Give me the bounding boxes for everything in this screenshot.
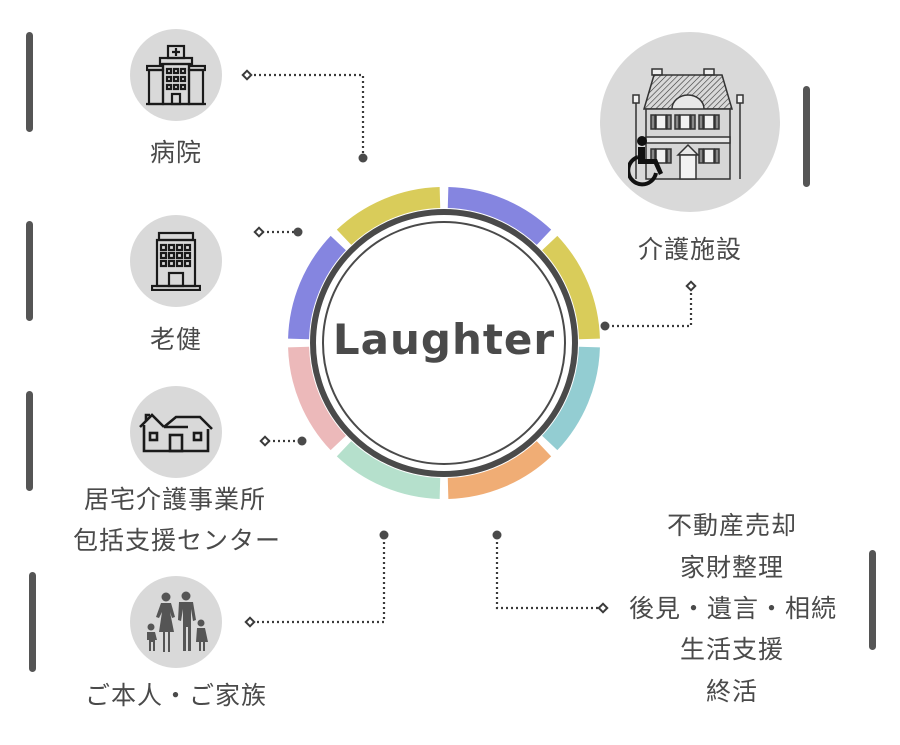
ring-segment-5 (336, 441, 441, 499)
care-office-label-line2: 包括支援センター (72, 526, 281, 555)
connectors (249, 73, 693, 624)
accent-bar-care-office (26, 391, 33, 491)
connector-diamonds (241, 69, 697, 628)
ring-segment-7 (288, 235, 346, 340)
accent-bar-hospital (26, 32, 33, 132)
hospital-node-icon-circle (130, 29, 222, 121)
connector-services (495, 537, 601, 610)
ring-segment-6 (288, 346, 346, 451)
ring-segment-1 (447, 187, 552, 245)
geriatric-label: 老健 (149, 325, 202, 354)
house-icon (139, 413, 213, 453)
family-label: ご本人・ご家族 (84, 681, 267, 710)
connector-dots (293, 153, 610, 540)
connector-care-facility (607, 289, 693, 328)
service-item: 生活支援 (679, 635, 784, 664)
office-building-icon (151, 231, 201, 291)
accent-bar-care-facility (803, 86, 810, 187)
center-brand-label: Laughter (332, 315, 556, 364)
family-node-icon-circle (130, 576, 222, 668)
accent-bar-services (869, 550, 876, 650)
ring-segment-4 (447, 441, 552, 499)
care-facility-icon (628, 68, 744, 187)
care-office-label-line1: 居宅介護事業所 (83, 485, 266, 514)
service-item: 後見・遺言・相続 (628, 594, 837, 623)
ring-segment-8 (336, 187, 441, 245)
family-icon (147, 591, 208, 652)
service-item: 終活 (705, 677, 758, 706)
inner-thin-ring (322, 221, 566, 465)
hospital-label: 病院 (149, 138, 202, 167)
service-item: 家財整理 (679, 553, 784, 582)
care-facility-label: 介護施設 (637, 235, 742, 264)
care-office-node-icon-circle (130, 386, 222, 478)
outer-dark-ring (310, 209, 578, 477)
ring (288, 187, 600, 499)
geriatric-node-icon-circle (130, 215, 222, 307)
ring-segment-2 (542, 235, 600, 340)
connector-family (253, 537, 386, 624)
accent-bar-family (29, 572, 36, 672)
accent-bar-geriatric (26, 221, 33, 321)
connector-hospital (249, 73, 365, 156)
ring-segment-3 (542, 346, 600, 451)
wheelchair-icon (628, 136, 663, 187)
hospital-icon (146, 44, 206, 106)
care-facility-node-icon-circle (600, 32, 780, 212)
service-item: 不動産売却 (666, 511, 797, 540)
